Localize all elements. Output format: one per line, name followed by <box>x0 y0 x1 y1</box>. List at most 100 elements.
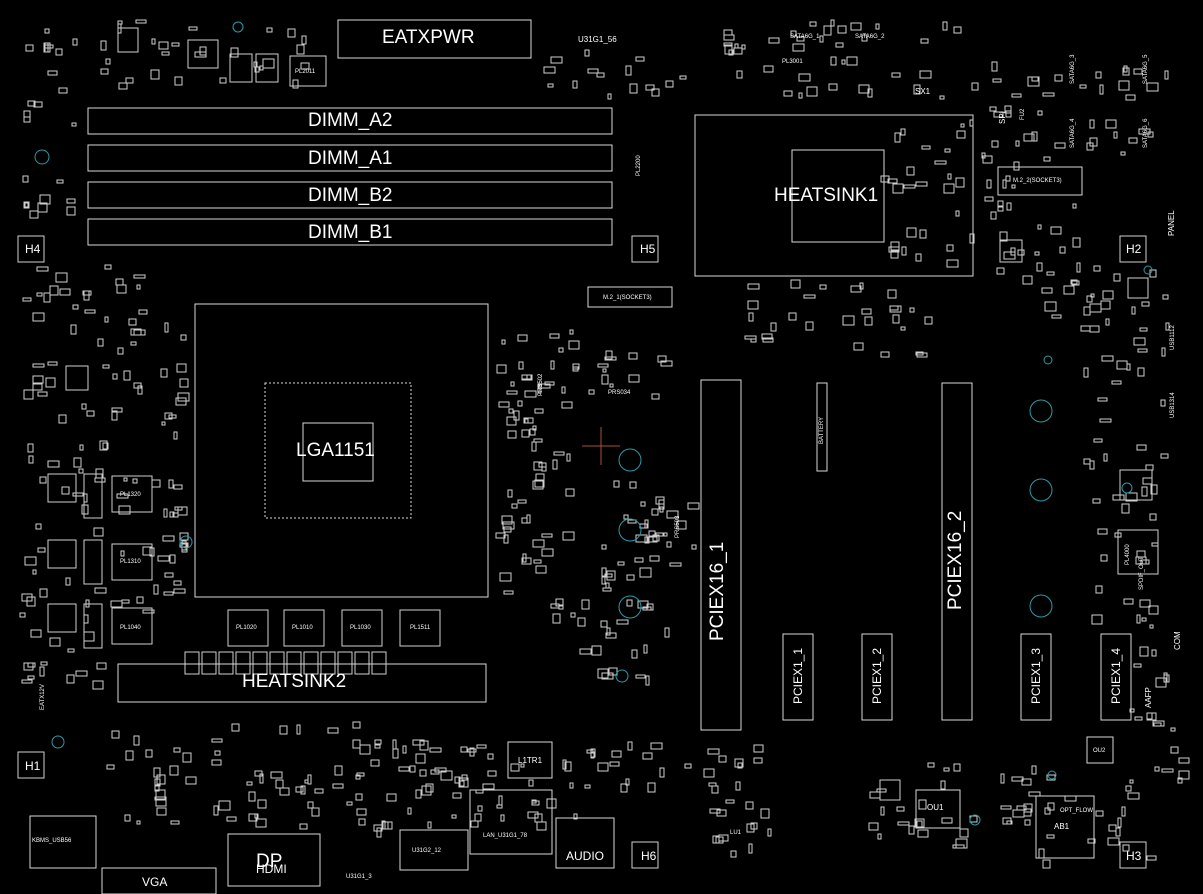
smd-component <box>590 751 595 759</box>
smd-component <box>577 617 586 627</box>
smd-component <box>1139 646 1149 657</box>
smd-component <box>606 570 616 581</box>
smd-component <box>199 46 207 56</box>
smd-component <box>1083 458 1091 465</box>
smd-component <box>23 110 31 118</box>
smd-component <box>499 572 512 582</box>
smd-component <box>718 755 727 763</box>
smd-component <box>666 510 679 519</box>
smd-component <box>715 836 724 844</box>
smd-component <box>584 49 590 57</box>
inductor <box>111 475 153 513</box>
smd-component <box>1178 770 1190 780</box>
smd-component <box>1146 82 1159 92</box>
pl1511-label: PL1511 <box>410 625 431 631</box>
smd-component <box>850 22 862 31</box>
smd-component <box>830 19 835 27</box>
smd-component <box>1146 712 1153 720</box>
lan-label: LAN_U31G1_78 <box>483 833 528 839</box>
smd-component <box>173 484 183 490</box>
sata6g-3-label: SATA6G_3 <box>1070 54 1076 84</box>
smd-component <box>43 292 51 303</box>
smd-component <box>270 771 283 779</box>
smd-component <box>161 51 170 56</box>
smd-component <box>132 478 138 484</box>
smd-component <box>262 58 275 69</box>
smd-component <box>521 557 532 565</box>
smd-component <box>1120 151 1126 156</box>
smd-component <box>691 544 697 550</box>
smd-component <box>875 23 880 30</box>
smd-component <box>173 431 178 440</box>
capacitor <box>218 651 234 675</box>
smd-component <box>969 233 975 244</box>
smd-component <box>1042 92 1055 97</box>
smd-component <box>919 70 932 79</box>
smd-component <box>1089 119 1095 129</box>
smd-component <box>1152 720 1165 727</box>
smd-component <box>66 206 76 216</box>
smd-component <box>111 410 118 421</box>
smd-component <box>819 284 827 290</box>
smd-component <box>959 828 969 838</box>
smd-component <box>1113 273 1121 282</box>
smd-component <box>1116 360 1128 370</box>
heatsink1-outline <box>694 114 974 277</box>
smd-component <box>541 533 553 538</box>
inductor <box>47 473 77 503</box>
smd-component <box>160 368 168 378</box>
mounting-hole <box>618 448 642 472</box>
smd-component <box>939 95 945 100</box>
smd-component <box>796 36 805 42</box>
smd-component <box>999 231 1008 242</box>
smd-component <box>72 304 79 310</box>
smd-component <box>1113 131 1118 139</box>
smd-component <box>581 599 590 610</box>
smd-component <box>869 791 881 799</box>
smd-component <box>535 473 545 481</box>
smd-component <box>44 28 50 34</box>
capacitor <box>337 651 353 675</box>
mounting-hole <box>1047 770 1057 780</box>
smd-component <box>66 198 76 204</box>
smd-component <box>1064 795 1077 802</box>
smd-component <box>1164 70 1169 80</box>
smd-component <box>24 556 37 566</box>
mounting-hole <box>969 814 981 826</box>
smd-component <box>651 88 660 97</box>
smd-component <box>991 140 999 148</box>
smd-component <box>524 390 537 398</box>
smd-component <box>257 799 267 809</box>
smd-component <box>94 477 106 483</box>
smd-component <box>1133 663 1142 668</box>
smd-component <box>982 155 993 164</box>
pl1040-label: PL1040 <box>120 625 141 631</box>
smd-component <box>22 175 29 183</box>
smd-component <box>1150 484 1158 495</box>
smd-component <box>613 480 620 488</box>
smd-component <box>623 514 629 520</box>
smd-component <box>520 763 525 768</box>
smd-component <box>940 780 946 790</box>
smd-component <box>1170 727 1176 732</box>
smd-component <box>703 768 715 778</box>
smd-component <box>1141 486 1148 497</box>
smd-component <box>809 21 817 27</box>
smd-component <box>1042 859 1051 869</box>
smd-component <box>635 674 646 679</box>
smd-component <box>1093 438 1103 443</box>
smd-component <box>626 599 633 607</box>
smd-component <box>1121 806 1126 817</box>
smd-component <box>1083 306 1091 316</box>
smd-component <box>830 56 837 66</box>
smd-component <box>1080 325 1091 332</box>
smd-component <box>86 410 95 417</box>
smd-component <box>684 763 692 769</box>
smd-component <box>1031 765 1037 775</box>
smd-component <box>888 246 900 253</box>
smd-component <box>553 451 565 456</box>
pciex1-1-label: PCIEX1_1 <box>791 647 805 704</box>
smd-component <box>1123 598 1134 605</box>
smd-component <box>248 791 256 802</box>
smd-component <box>989 106 997 112</box>
